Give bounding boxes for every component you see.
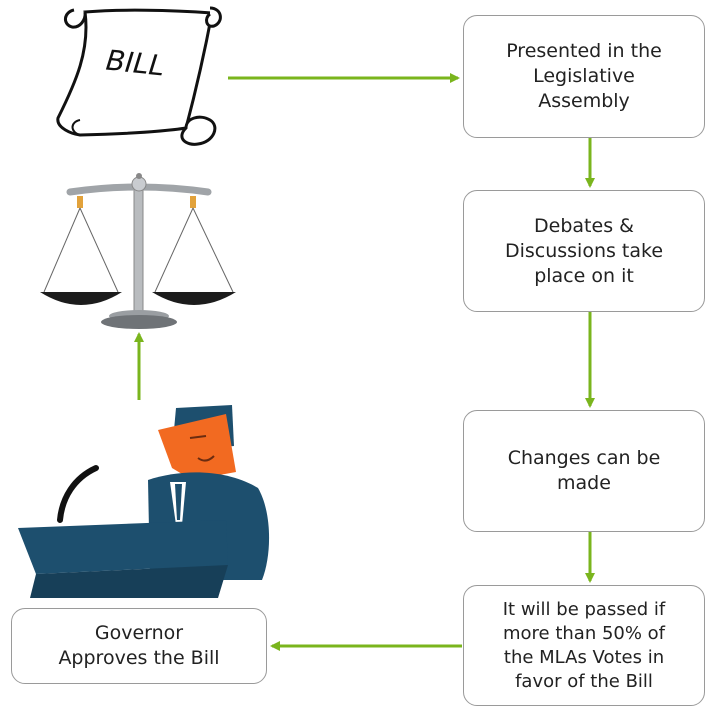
scroll-icon: BILL [56,6,222,146]
governor-approves-box: Governor Approves the Bill [11,608,267,684]
step-passed-box: It will be passed if more than 50% of th… [463,585,705,706]
step-changes-box: Changes can be made [463,410,705,532]
step-presented-box: Presented in the Legislative Assembly [463,15,705,138]
step-changes-label: Changes can be made [507,447,661,494]
balance-scale-icon [40,173,236,329]
step-debates-box: Debates & Discussions take place on it [463,190,705,312]
scroll-label: BILL [104,44,166,83]
step-presented-label: Presented in the Legislative Assembly [506,40,662,112]
step-debates-label: Debates & Discussions take place on it [504,214,664,287]
step-passed-label: It will be passed if more than 50% of th… [502,598,666,692]
speaker-at-podium-icon [18,405,270,598]
governor-approves-label: Governor Approves the Bill [58,622,220,669]
